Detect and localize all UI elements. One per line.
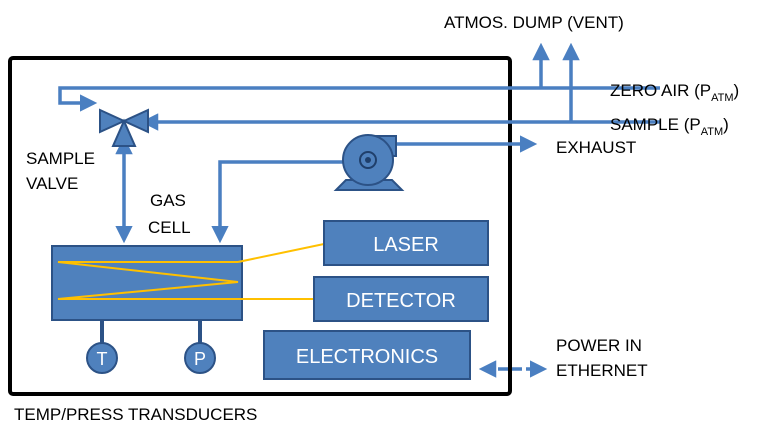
power-in-label: POWER IN: [556, 336, 642, 355]
laser-label: LASER: [373, 234, 439, 256]
electronics-box: [263, 330, 471, 380]
sensor-stems: [100, 320, 202, 346]
gas-cell-label-line1: GAS: [150, 191, 186, 210]
pressure-sensor-label: P: [194, 349, 206, 369]
pump-inlet-line: [211, 160, 345, 244]
detector-label: DETECTOR: [346, 290, 456, 312]
gas-cell-label-line2: CELL: [148, 218, 191, 237]
laser-beam-path: [57, 243, 325, 300]
exhaust-label: EXHAUST: [556, 138, 636, 157]
temperature-sensor: [86, 342, 118, 374]
zero-air-label: ZERO AIR (PATM): [610, 81, 739, 104]
sample-valve-label-line2: VALVE: [26, 174, 78, 193]
detector-box: [313, 276, 489, 322]
ethernet-label: ETHERNET: [556, 361, 648, 380]
electronics-label: ELECTRONICS: [296, 346, 438, 368]
pump-icon: [333, 134, 405, 191]
pressure-sensor: [184, 342, 216, 374]
zero-air-line: [58, 86, 660, 112]
laser-box: [323, 220, 489, 266]
gas-cell: [51, 245, 243, 321]
gas-lines: [58, 42, 660, 378]
analyzer-enclosure: [8, 56, 512, 396]
sample-label: SAMPLE (PATM): [610, 115, 729, 138]
temperature-sensor-label: T: [97, 349, 108, 369]
sample-valve-label-line1: SAMPLE: [26, 149, 95, 168]
transducers-label: TEMP/PRESS TRANSDUCERS: [14, 405, 257, 424]
vent-label: ATMOS. DUMP (VENT): [444, 13, 624, 32]
sample-valve-icon: [99, 108, 149, 147]
